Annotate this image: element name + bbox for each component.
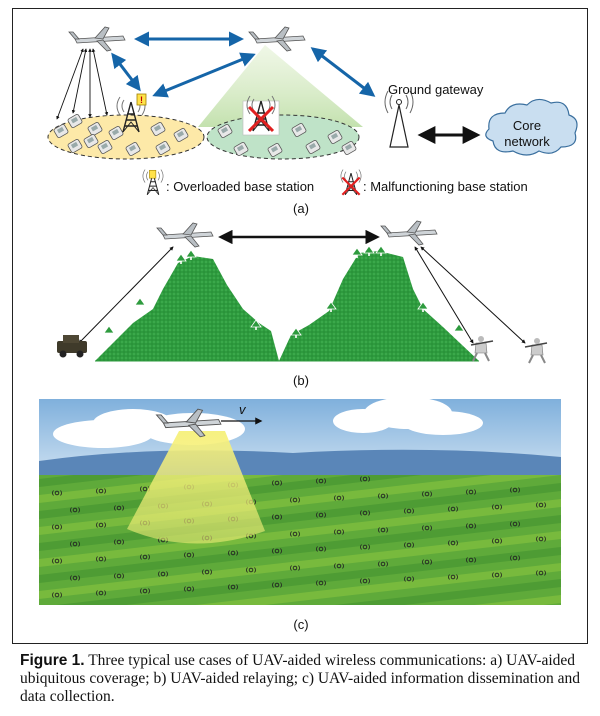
soldier-1-icon bbox=[470, 336, 494, 362]
panel-c-label: (c) bbox=[293, 617, 308, 632]
uav-vehicle-link bbox=[78, 246, 174, 344]
panel-a: ! Ground gateway bbox=[47, 26, 578, 216]
backhaul-links bbox=[111, 31, 376, 98]
military-vehicle-icon bbox=[57, 335, 87, 358]
uav-b-right-icon bbox=[380, 220, 438, 246]
caption-figure-label: Figure 1. bbox=[20, 652, 85, 669]
panel-c: v (c) bbox=[39, 397, 561, 632]
figure-caption: Figure 1. Three typical use cases of UAV… bbox=[20, 652, 590, 706]
core-network-line2: network bbox=[504, 134, 550, 149]
core-network-cloud-icon bbox=[485, 98, 578, 156]
panel-b-label: (b) bbox=[293, 373, 309, 388]
ground-gateway-label: Ground gateway bbox=[388, 82, 484, 97]
ground-gateway-icon bbox=[384, 90, 414, 148]
svg-text:!: ! bbox=[140, 95, 143, 105]
caption-text: Three typical use cases of UAV-aided wir… bbox=[20, 652, 581, 705]
legend-malfunctioning-icon bbox=[340, 169, 362, 196]
legend-overloaded-label: : Overloaded base station bbox=[166, 179, 314, 194]
figure-canvas: ! Ground gateway bbox=[39, 26, 578, 632]
mountain-left bbox=[95, 256, 279, 361]
far-hills bbox=[39, 449, 561, 479]
mountain-right bbox=[279, 251, 479, 361]
panel-b: (b) bbox=[57, 220, 548, 388]
malfunctioning-base-station-icon bbox=[242, 95, 280, 136]
legend-overloaded-icon bbox=[142, 169, 164, 196]
field-stripes bbox=[39, 475, 561, 605]
uav-right-icon bbox=[248, 26, 306, 52]
figure-frame: ! Ground gateway bbox=[12, 8, 588, 644]
panel-a-label: (a) bbox=[293, 201, 309, 216]
uav-b-left-icon bbox=[156, 222, 214, 248]
uav-left-icon bbox=[68, 26, 126, 52]
overloaded-base-station-icon: ! bbox=[116, 93, 147, 133]
uav-coverage-cone bbox=[198, 45, 363, 127]
uav-user-links bbox=[56, 48, 109, 120]
soldier-2-icon bbox=[524, 338, 548, 364]
legend-malfunctioning-label: : Malfunctioning base station bbox=[363, 179, 528, 194]
core-network-line1: Core bbox=[513, 118, 541, 133]
velocity-label: v bbox=[239, 402, 247, 417]
uav-soldier2-link bbox=[420, 246, 526, 344]
uav-beam bbox=[127, 431, 265, 544]
